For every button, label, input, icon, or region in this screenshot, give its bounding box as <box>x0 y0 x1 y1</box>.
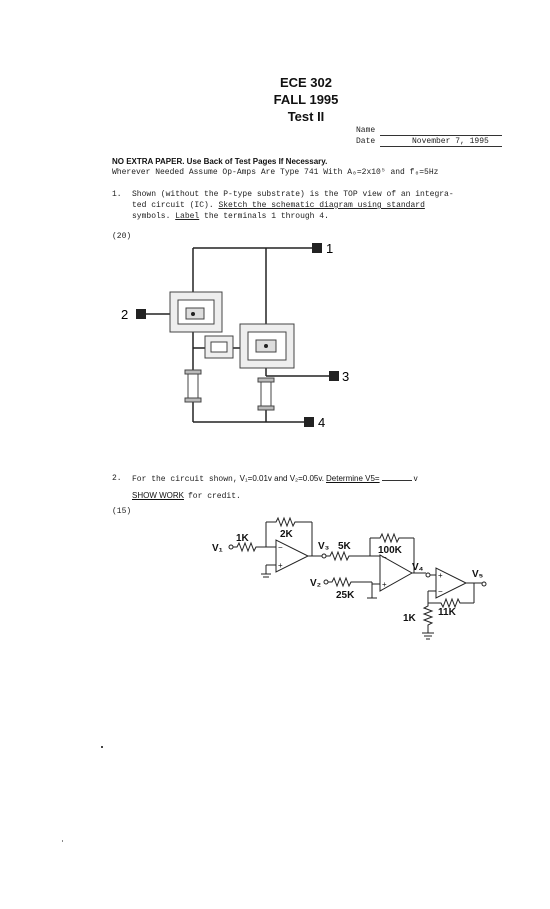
resistor-1k-input <box>233 541 266 553</box>
opamp-3 <box>435 567 468 599</box>
q2-text-values: V₁=0.01v and V₂=0.05v. <box>239 474 325 483</box>
v5-node <box>481 581 487 587</box>
resistor-100k-feedback <box>370 532 414 544</box>
opamp1-minus-sign: − <box>278 543 283 552</box>
instructions-line1: NO EXTRA PAPER. Use Back of Test Pages I… <box>112 157 328 166</box>
terminal-4-label: 4 <box>318 415 325 430</box>
name-line <box>380 135 502 136</box>
label-100k: 100K <box>378 545 403 556</box>
opamp-2 <box>379 554 414 592</box>
q2-text-unit: v <box>413 474 418 483</box>
resistor-11k-feedback <box>428 597 474 609</box>
transistor-left-inner <box>185 307 205 320</box>
opamp3-minus-sign: − <box>438 587 443 596</box>
date-label: Date <box>356 137 376 146</box>
label-v2: V₂ <box>310 578 321 589</box>
resistor-right-cap-bottom <box>257 405 275 411</box>
q1-text-terminals: the terminals 1 through 4. <box>204 212 329 221</box>
terminal-3-pad <box>329 371 339 381</box>
date-value: November 7, 1995 <box>412 137 489 146</box>
resistor-5k <box>326 550 370 562</box>
terminal-2-label: 2 <box>121 307 128 322</box>
date-line <box>380 146 502 147</box>
label-1k-ground: 1K <box>403 613 417 624</box>
q1-text-ic: ted circuit (IC). <box>132 201 214 210</box>
opamp2-plus-sign: + <box>382 580 387 589</box>
transistor-middle-inner <box>210 341 228 353</box>
q2-text-show-work: SHOW WORK <box>132 491 184 500</box>
label-25k: 25K <box>336 590 355 601</box>
v3-node <box>321 553 327 559</box>
label-2k: 2K <box>280 529 294 540</box>
q1-text-line1: Shown (without the P-type substrate) is … <box>132 190 454 199</box>
terminal-2-pad <box>136 309 146 319</box>
name-label: Name <box>356 126 376 135</box>
label-5k: 5K <box>338 541 352 552</box>
q2-answer-blank[interactable] <box>381 480 412 481</box>
q1-points: (20) <box>112 232 132 241</box>
terminal-1-pad <box>312 243 322 253</box>
instructions-line2: Wherever Needed Assume Op-Amps Are Type … <box>112 168 439 177</box>
q2-points: (15) <box>112 507 132 516</box>
scan-speck <box>101 746 103 748</box>
resistor-25k <box>328 576 372 588</box>
term-title: FALL 1995 <box>273 92 339 107</box>
q2-text-determine: Determine V5= <box>326 474 380 483</box>
opamp2-minus-sign: − <box>382 553 387 562</box>
resistor-left-cap-top <box>184 369 202 375</box>
terminal-3-label: 3 <box>342 369 349 384</box>
label-v1: V₁ <box>212 543 223 554</box>
test-title: Test II <box>287 109 325 124</box>
contact-dot-left <box>191 312 195 316</box>
scan-speck <box>62 840 63 842</box>
label-v3: V₃ <box>318 541 330 552</box>
q1-text-line3: symbols. Label the terminals 1 through 4… <box>132 212 329 221</box>
label-11k: 11K <box>438 607 457 618</box>
terminal-1-label: 1 <box>326 241 333 256</box>
v2-input-node <box>323 579 329 585</box>
q1-number: 1. <box>112 190 122 199</box>
opamp1-plus-sign: + <box>278 561 283 570</box>
q2-text-circuit: For the circuit shown, <box>132 475 238 484</box>
q1-text-symbols: symbols. <box>132 212 171 221</box>
q1-text-sketch: Sketch the schematic diagram using stand… <box>218 201 425 210</box>
label-v5: V₅ <box>472 569 484 580</box>
course-title: ECE 302 <box>279 75 333 90</box>
q1-text-label: Label <box>175 212 200 221</box>
q2-number: 2. <box>112 474 122 483</box>
q1-text-line2: ted circuit (IC). Sketch the schematic d… <box>132 201 425 210</box>
transistor-left-mid <box>177 299 215 325</box>
label-v4: V₄ <box>412 562 424 573</box>
resistor-1k-ground <box>422 603 434 633</box>
q2-text-line1: For the circuit shown, V₁=0.01v and V₂=0… <box>132 474 418 484</box>
opamp-1 <box>275 539 310 573</box>
q2-text-line2: SHOW WORK for credit. <box>132 485 241 503</box>
terminal-4-pad <box>304 417 314 427</box>
v1-input-node <box>228 544 234 550</box>
opamp3-plus-sign: + <box>438 571 443 580</box>
label-1k-input: 1K <box>236 533 250 544</box>
resistor-right-cap-top <box>257 377 275 383</box>
resistor-left-cap-bottom <box>184 397 202 403</box>
contact-dot-right <box>264 344 268 348</box>
q2-text-credit: for credit. <box>188 492 241 501</box>
resistor-2k-feedback <box>266 516 312 528</box>
v4-node <box>425 572 431 578</box>
